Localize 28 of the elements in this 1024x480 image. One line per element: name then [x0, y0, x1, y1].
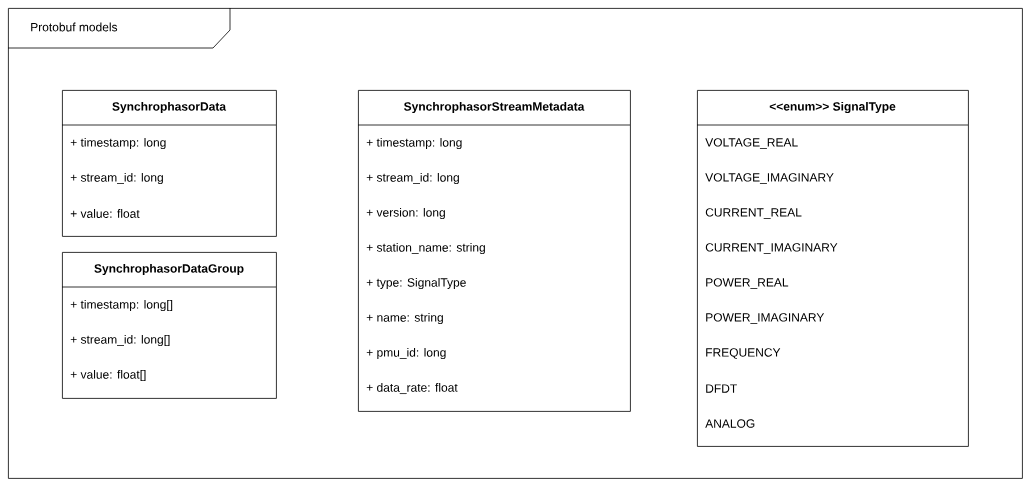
- attribute-text: POWER_IMAGINARY: [706, 313, 825, 324]
- attribute-text: + timestamp: long[]: [70, 299, 173, 312]
- attribute-text: + pmu_id: long: [366, 347, 446, 360]
- attribute-text: + version: long: [366, 207, 445, 220]
- class-name: <<enum>> SignalType: [769, 101, 896, 114]
- attribute-text: CURRENT_IMAGINARY: [705, 243, 838, 254]
- attribute-text: + data_rate: float: [366, 382, 458, 395]
- attribute-text: DFDT: [706, 384, 737, 393]
- attribute-text: VOLTAGE_REAL: [705, 138, 798, 149]
- attribute-text: + stream_id: long[]: [70, 334, 170, 347]
- attribute-text: ANALOG: [705, 419, 755, 428]
- attribute-text: FREQUENCY: [706, 348, 781, 359]
- attribute-text: CURRENT_REAL: [705, 208, 802, 219]
- class-name: SynchrophasorDataGroup: [94, 263, 244, 276]
- frame-tab: Protobuf models: [7, 7, 231, 49]
- attribute-text: + name: string: [366, 312, 443, 325]
- attribute-text: + timestamp: long: [70, 137, 166, 150]
- attribute-text: + stream_id: long: [70, 172, 163, 185]
- attribute-text: + station_name: string: [366, 242, 485, 255]
- class-name: SynchrophasorStreamMetadata: [404, 101, 585, 114]
- attribute-text: VOLTAGE_IMAGINARY: [705, 173, 834, 184]
- attribute-text: + timestamp: long: [366, 137, 462, 150]
- attribute-text: + value: float: [70, 209, 140, 218]
- attribute-text: POWER_REAL: [706, 278, 789, 289]
- attribute-text: + stream_id: long: [366, 172, 459, 185]
- attribute-text: + type: SignalType: [366, 277, 466, 290]
- attribute-text: + value: float[]: [70, 369, 146, 382]
- class-name: SynchrophasorData: [112, 101, 227, 114]
